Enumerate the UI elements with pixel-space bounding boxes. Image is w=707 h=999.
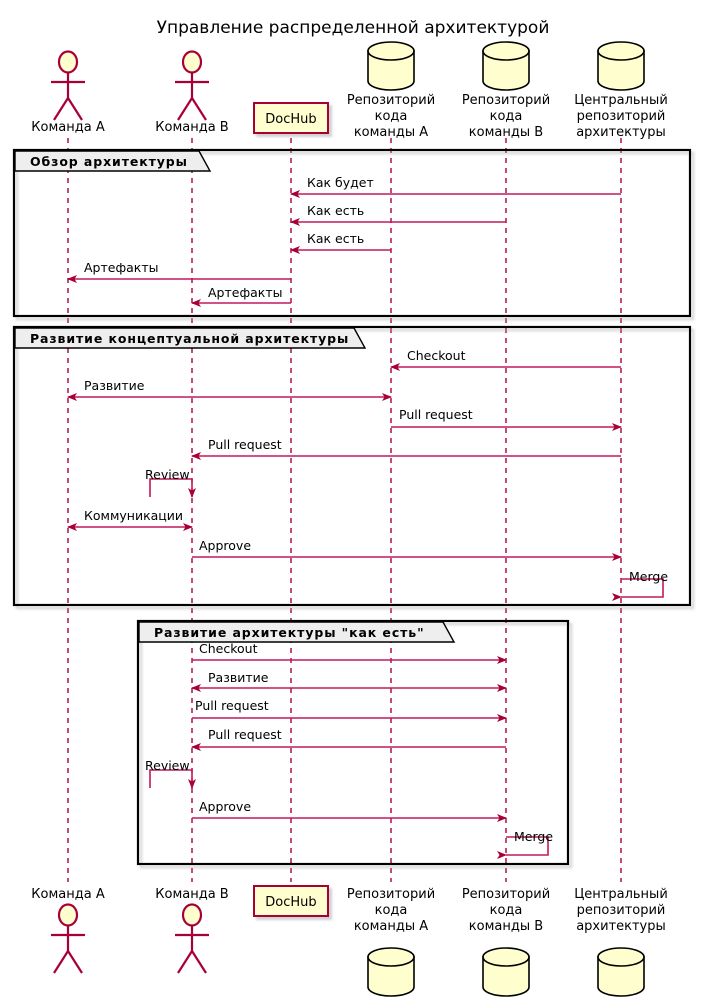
message-frame1-3: Артефакты	[67, 260, 291, 283]
page-title: Управление распределенной архитектурой	[157, 18, 550, 38]
message-frame2-7: Merge	[612, 569, 668, 601]
actor-icon-teamB	[175, 50, 209, 121]
label-line: Центральный	[574, 93, 668, 108]
message-label: Pull request	[195, 698, 269, 713]
message-frame3-5: Approve	[192, 799, 507, 822]
message-label: Артефакты	[84, 260, 159, 275]
message-label: Как будет	[307, 175, 374, 190]
label-line: кода	[490, 109, 523, 124]
frame-title: Развитие архитектуры "как есть"	[154, 625, 424, 640]
database-icon-central-bottom	[597, 947, 645, 997]
message-label: Approve	[199, 538, 251, 553]
message-frame3-1: Развитие	[191, 670, 507, 692]
label-line: кода	[375, 903, 408, 918]
participant-label-teamB-top: Команда В	[155, 120, 228, 135]
label-line: Команда В	[155, 887, 228, 902]
label-line: архитектуры	[576, 125, 666, 140]
message-frame2-2: Pull request	[391, 407, 622, 431]
label-line: кода	[490, 903, 523, 918]
message-frame3-2: Pull request	[192, 698, 507, 722]
message-label: Merge	[629, 569, 668, 584]
message-label: Pull request	[399, 407, 473, 422]
label-line: Команда А	[31, 887, 105, 902]
label-line: архитектуры	[576, 919, 666, 934]
message-frame1-1: Как есть	[290, 203, 506, 226]
label-line: команды А	[354, 919, 428, 934]
participant-box-dochub-top[interactable]: DocHub	[253, 102, 329, 134]
message-label: Как есть	[307, 231, 364, 246]
frame-frame1: Обзор архитектуры	[12, 148, 692, 318]
label-line: Репозиторий	[347, 93, 435, 108]
actor-icon-teamA-bottom	[51, 903, 85, 974]
message-label: Merge	[514, 829, 553, 844]
label-line: репозиторий	[577, 903, 666, 918]
message-frame2-1: Развитие	[67, 378, 392, 401]
message-frame2-5: Коммуникации	[67, 508, 193, 531]
message-frame3-3: Pull request	[191, 727, 506, 751]
message-frame2-4: Review	[145, 467, 196, 498]
message-label: Review	[145, 758, 190, 773]
message-label: Pull request	[208, 437, 282, 452]
message-label: Review	[145, 467, 190, 482]
message-frame3-0: Checkout	[192, 641, 507, 664]
participant-label: DocHub	[265, 112, 316, 127]
participant-label-teamB-bottom: Команда В	[155, 887, 228, 902]
database-icon-repoA-bottom	[367, 947, 415, 997]
participant-box-dochub-bottom[interactable]: DocHub	[253, 885, 329, 917]
message-frame1-0: Как будет	[290, 175, 621, 198]
label-line: Репозиторий	[347, 887, 435, 902]
label-line: Репозиторий	[462, 93, 550, 108]
label-line: кода	[375, 109, 408, 124]
message-label: Развитие	[208, 670, 269, 685]
label-line: Команда А	[31, 120, 105, 135]
message-label: Checkout	[199, 641, 258, 656]
message-label: Коммуникации	[84, 508, 183, 523]
message-frame3-4: Review	[145, 758, 196, 789]
participants-layer: Команда А Команда А Команда В Команда В DocH…	[31, 41, 668, 997]
label-line: репозиторий	[577, 109, 666, 124]
message-label: Approve	[199, 799, 251, 814]
frame-title: Обзор архитектуры	[30, 154, 188, 169]
lifelines-layer	[67, 138, 622, 882]
message-label: Checkout	[407, 348, 466, 363]
message-frame3-6: Merge	[497, 829, 553, 859]
message-label: Развитие	[84, 378, 145, 393]
message-frame2-0: Checkout	[390, 348, 621, 371]
actor-icon-teamA	[51, 50, 85, 121]
label-line: команды В	[469, 919, 543, 934]
message-label: Как есть	[307, 203, 364, 218]
actor-icon-teamB-bottom	[175, 903, 209, 974]
label-line: команды А	[354, 125, 428, 140]
database-icon-central	[597, 41, 645, 91]
participant-label: DocHub	[265, 895, 316, 910]
frame-frame3: Развитие архитектуры "как есть"	[136, 619, 570, 866]
participant-label-teamA-top: Команда А	[31, 120, 105, 135]
message-label: Pull request	[208, 727, 282, 742]
label-line: Центральный	[574, 887, 668, 902]
message-frame2-3: Pull request	[191, 437, 621, 460]
database-icon-repoA	[367, 41, 415, 91]
message-frame1-2: Как есть	[290, 231, 391, 254]
label-line: Команда В	[155, 120, 228, 135]
label-line: Репозиторий	[462, 887, 550, 902]
label-line: команды В	[469, 125, 543, 140]
message-label: Артефакты	[208, 285, 283, 300]
participant-label-teamA-bottom: Команда А	[31, 887, 105, 902]
message-frame2-6: Approve	[192, 538, 622, 561]
frame-frame2: Развитие концептуальной архитектуры	[12, 325, 692, 607]
message-frame1-4: Артефакты	[191, 285, 291, 307]
frame-title: Развитие концептуальной архитектуры	[30, 331, 349, 346]
database-icon-repoB-bottom	[482, 947, 530, 997]
database-icon-repoB	[482, 41, 530, 91]
